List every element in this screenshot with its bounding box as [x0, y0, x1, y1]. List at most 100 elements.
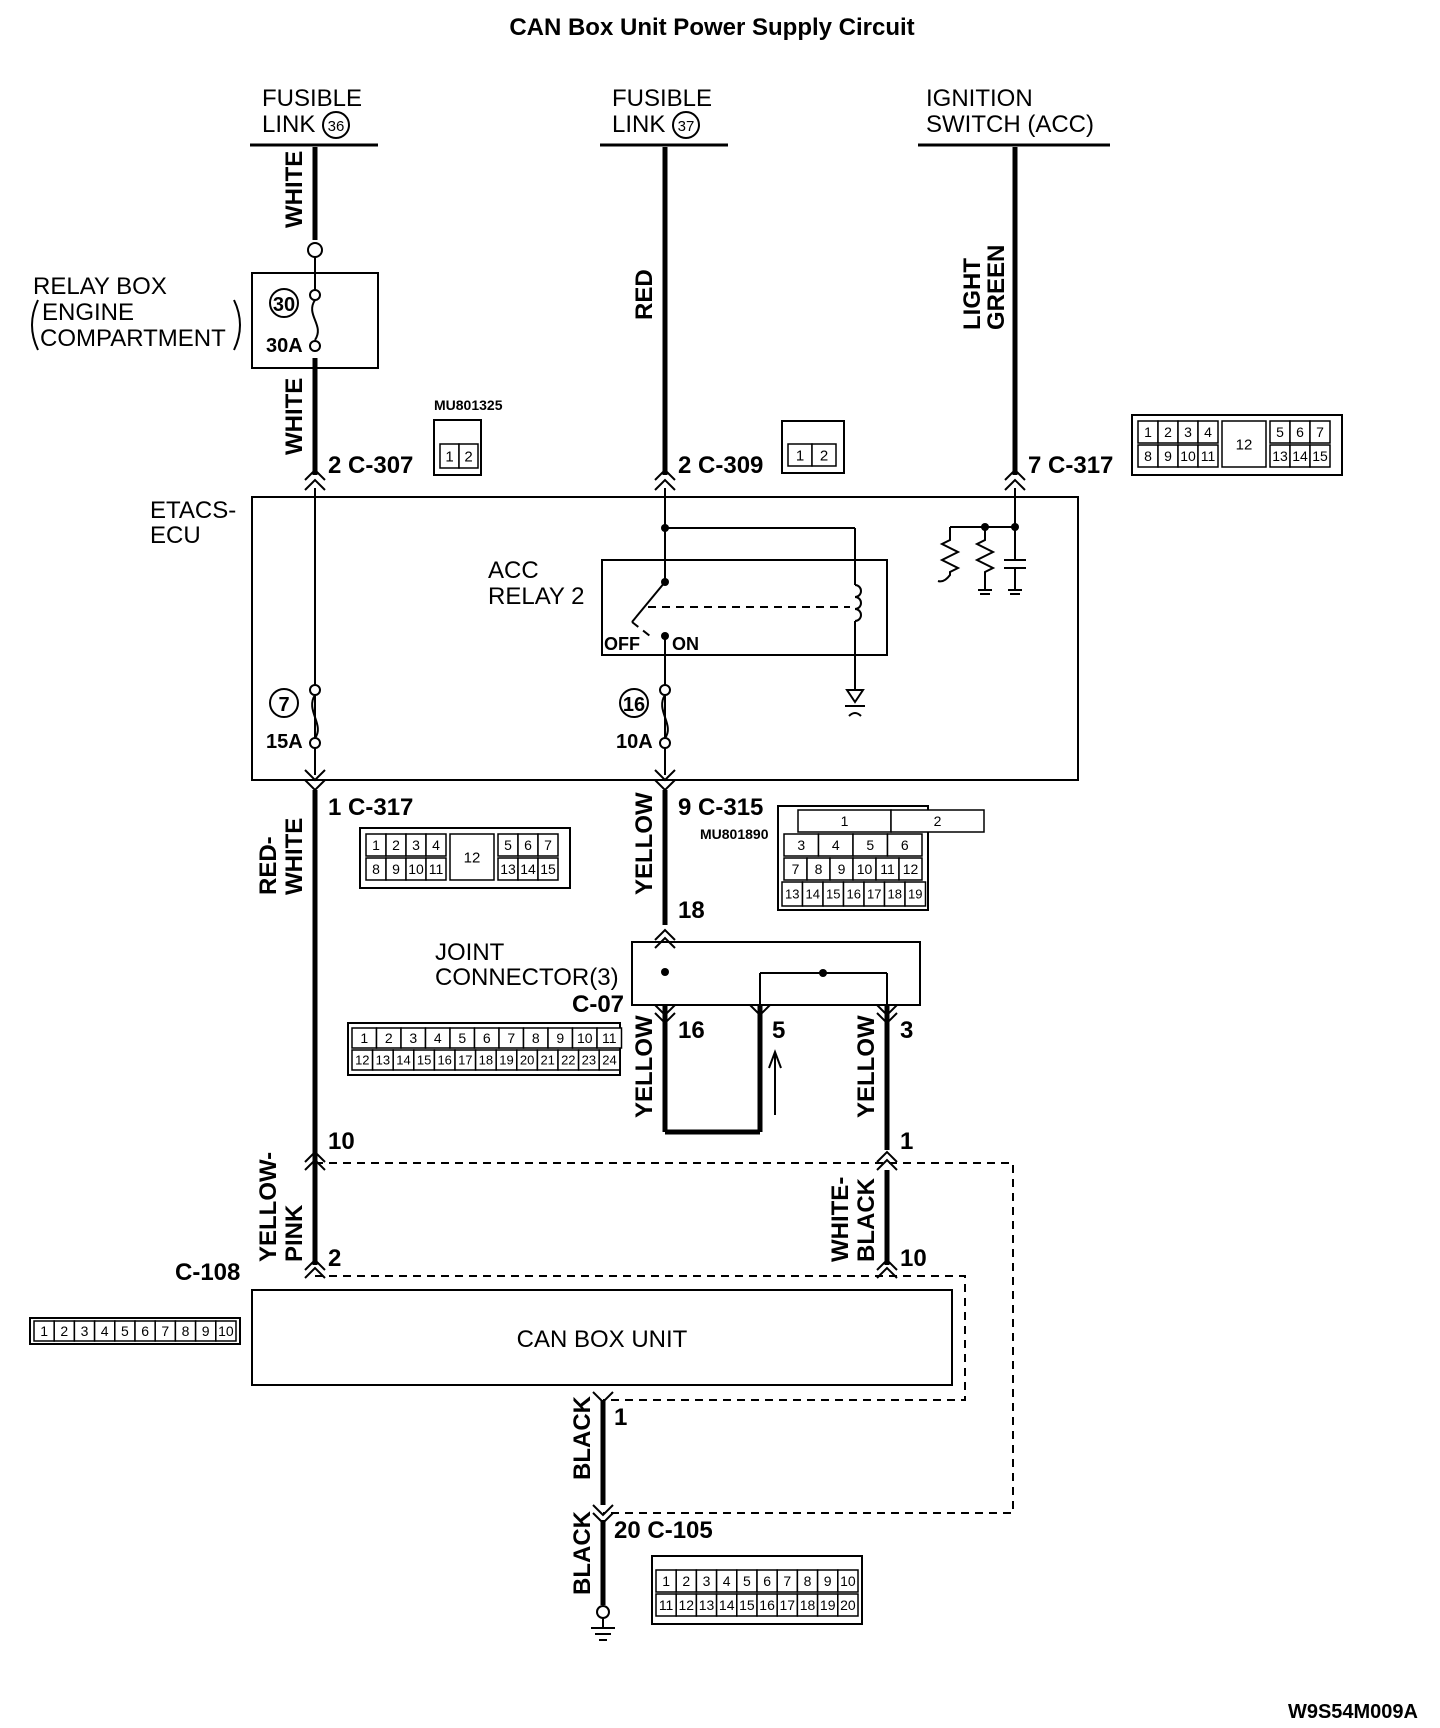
connector-pin-label: 3 — [1184, 424, 1192, 440]
connector-pin-label: 15 — [1312, 448, 1328, 464]
pin-label-can-10: 10 — [900, 1245, 927, 1272]
flow-arrow-up-icon — [768, 1049, 782, 1069]
connector-pin-label: 5 — [121, 1323, 129, 1339]
fl37-number: 37 — [678, 118, 695, 135]
wire-label-black-1: BLACK — [569, 1395, 596, 1480]
relay-coil-icon — [854, 584, 862, 622]
connector-pin-label: 6 — [1296, 424, 1304, 440]
can-box-connector-code: C-108 — [175, 1259, 240, 1286]
relay-off-label: OFF — [604, 634, 640, 654]
connector-pin-label: 19 — [908, 887, 922, 902]
connector-pin-label: 11 — [880, 861, 895, 877]
connector-pin-label: 13 — [500, 861, 516, 877]
connector-pin-label: 15 — [540, 861, 556, 877]
wire-label-light-green-2: GREEN — [983, 245, 1010, 330]
connector-pin-label: 6 — [763, 1573, 771, 1589]
etacs-label-line1: ETACS- — [150, 497, 236, 524]
connector-pin-label: 7 — [161, 1323, 169, 1339]
connector-pin-label: 4 — [832, 837, 840, 853]
wire-label-white-1: WHITE — [281, 151, 308, 228]
relay-box-fuse-terminal-a — [309, 289, 321, 301]
connector-pin-label: 14 — [396, 1053, 410, 1068]
pin-label-c317-bottom: 1 C-317 — [328, 794, 413, 821]
connector-pin-label: 11 — [659, 1597, 674, 1613]
chevron-joint5-icon — [749, 1004, 771, 1017]
connector-pin-label: 15 — [739, 1597, 755, 1613]
connector-pin-label: 1 — [40, 1323, 48, 1339]
connector-pin-label: 12 — [464, 849, 481, 866]
connector-pin-label: 13 — [699, 1597, 715, 1613]
connector-pin-label: 14 — [520, 861, 536, 877]
relay-box-fuse-number: 30 — [273, 294, 295, 316]
fusible-link-37: FUSIBLE LINK 37 — [600, 85, 728, 147]
connector-pin-label: 3 — [81, 1323, 89, 1339]
fl37-number-circle — [672, 111, 700, 139]
connector-c315-diagram — [777, 805, 929, 911]
relay-box-label-paren-right — [233, 299, 241, 351]
fuse7-number-circle — [269, 688, 299, 718]
connector-pin-label: 5 — [743, 1573, 751, 1589]
connector-pin-label: 1 — [662, 1573, 670, 1589]
wire-label-yellow-pink-1: YELLOW- — [255, 1152, 282, 1262]
ign-capacitor-icon — [1004, 527, 1026, 595]
relay-box-fuse-upper-terminal — [307, 242, 323, 258]
ground-terminal — [596, 1605, 610, 1619]
connector-pin-label: 12 — [679, 1597, 695, 1613]
wire-label-white-black-2: BLACK — [853, 1177, 880, 1262]
pin-label-joint-18: 18 — [678, 897, 705, 924]
connector-pin-label: 9 — [556, 1030, 564, 1046]
relay-on-contact — [661, 632, 669, 640]
wire-label-red-white-1: RED- — [255, 836, 282, 895]
acc-relay-label-line2: RELAY 2 — [488, 583, 585, 610]
ign-resistor-1-icon — [937, 527, 961, 583]
connector-pin-label: 6 — [901, 837, 909, 853]
connector-pin-label: 4 — [1204, 424, 1212, 440]
connector-pin-label: 10 — [840, 1573, 856, 1589]
connector-pin-label: 5 — [458, 1030, 466, 1046]
connector-pin-label: 1 — [372, 837, 380, 853]
connector-pin-label: 18 — [479, 1053, 493, 1068]
connector-pin-label: 1 — [796, 447, 804, 464]
connector-pin-label: 8 — [532, 1030, 540, 1046]
connector-pin-label: 8 — [182, 1323, 190, 1339]
joint-connector-box — [631, 941, 921, 1006]
relay-on-label: ON — [672, 634, 699, 654]
wire-label-yellow-pink-2: PINK — [281, 1204, 308, 1262]
fuse7-link — [311, 694, 319, 739]
connector-c105-diagram — [651, 1555, 863, 1625]
wire-label-black-2: BLACK — [569, 1510, 596, 1595]
connector-pin-label: 17 — [780, 1597, 796, 1613]
diagram-title: CAN Box Unit Power Supply Circuit — [509, 14, 914, 41]
connector-pin-label: 9 — [202, 1323, 210, 1339]
connector-pin-label: 18 — [888, 887, 902, 902]
connector-pin-label: 1 — [360, 1030, 368, 1046]
connector-pin-label: 14 — [1292, 448, 1308, 464]
connector-pin-label: 2 — [464, 448, 472, 465]
connector-pin-cell — [886, 833, 923, 857]
connector-pin-cell — [215, 1320, 237, 1342]
connector-pin-label: 4 — [432, 837, 440, 853]
fuse16-terminal-b — [659, 737, 671, 749]
connector-pin-label: 10 — [577, 1030, 593, 1046]
chevron-joint18-icon — [654, 928, 676, 949]
fl37-label-line2: LINK — [612, 111, 665, 138]
relay-box-label-line2: ENGINE — [42, 299, 134, 326]
ign-label-line1: IGNITION — [926, 85, 1033, 112]
connector-pin-label: 19 — [820, 1597, 836, 1613]
connector-pin-cell — [425, 833, 447, 857]
pin-label-can-1: 1 — [614, 1404, 627, 1431]
diagram-code: W9S54M009A — [1288, 1701, 1418, 1723]
connector-pin-label: 1 — [841, 813, 849, 829]
fl36-number-circle — [322, 111, 350, 139]
connector-pin-label: 18 — [800, 1597, 816, 1613]
wire-label-yellow-3: YELLOW — [853, 1015, 880, 1118]
can-box-label: CAN BOX UNIT — [517, 1326, 688, 1353]
connector-pin-label: 17 — [458, 1053, 472, 1068]
connector-pin-cell — [1221, 420, 1267, 468]
connector-pin-label: 9 — [1164, 448, 1172, 464]
connector-pin-label: 3 — [703, 1573, 711, 1589]
